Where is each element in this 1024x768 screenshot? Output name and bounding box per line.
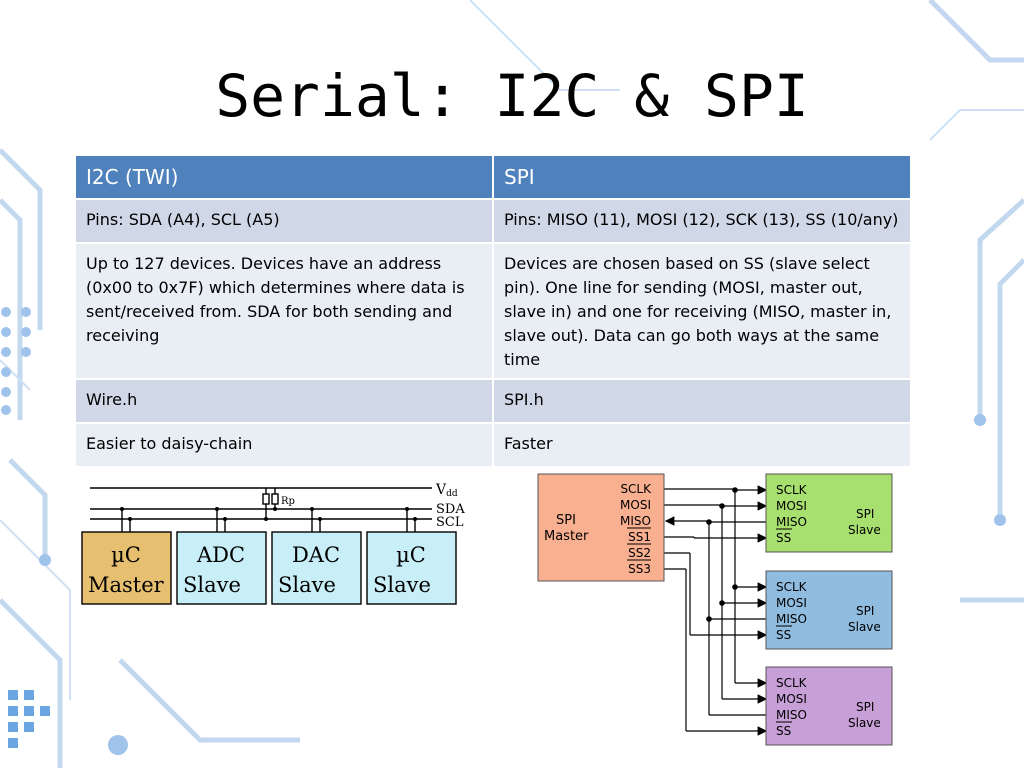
device-role: Master (88, 573, 165, 597)
pullup-resistor (271, 493, 279, 505)
table-cell: Devices are chosen based on SS (slave se… (493, 242, 912, 379)
master-pin-label: MISO (620, 514, 651, 528)
comparison-table: I2C (TWI) SPI Pins: SDA (A4), SCL (A5) P… (76, 156, 912, 466)
table-cell: Pins: MISO (11), MOSI (12), SCK (13), SS… (493, 198, 912, 243)
table-cell: SPI.h (493, 378, 912, 423)
header-spi: SPI (493, 156, 912, 199)
slave-label: SPI (856, 604, 874, 618)
spi-slave: SCLK MOSI MISO SS SPI Slave (765, 666, 893, 746)
i2c-device: µC Master (81, 531, 172, 605)
scl-label: SCL (436, 515, 464, 530)
device-role: Slave (183, 573, 241, 597)
master-pin-label: SS2 (628, 546, 651, 560)
slave-pin-label: SS (776, 628, 791, 642)
slave-pin-label: MOSI (776, 692, 807, 706)
master-label: Master (544, 529, 589, 544)
slide-title: Serial: I2C & SPI (215, 62, 809, 130)
device-name: µC (396, 543, 426, 567)
device-name: DAC (292, 543, 340, 567)
table-row: Easier to daisy-chain Faster (76, 422, 912, 466)
device-name: µC (111, 543, 141, 567)
slave-pin-label: SS (776, 724, 791, 738)
i2c-bus-diagram: Rp Vdd SDA SCL µCMasterADCSlaveDACSlaveµ… (76, 474, 492, 634)
device-name: ADC (196, 543, 245, 567)
slave-label: SPI (856, 507, 874, 521)
i2c-device: ADC Slave (176, 531, 267, 605)
slave-pin-label: SCLK (776, 580, 808, 594)
slave-pin-label: MOSI (776, 499, 807, 513)
slave-label: Slave (848, 716, 881, 730)
slave-pin-label: SS (776, 531, 791, 545)
device-role: Slave (373, 573, 431, 597)
sda-label: SDA (436, 502, 465, 517)
slave-pin-label: MISO (776, 515, 807, 529)
slave-pin-label: MOSI (776, 596, 807, 610)
slave-pin-label: MISO (776, 708, 807, 722)
pullup-resistor (262, 493, 270, 505)
master-label: SPI (556, 513, 576, 528)
i2c-device: DAC Slave (271, 531, 362, 605)
vdd-label: Vdd (435, 482, 458, 499)
slave-pin-label: SCLK (776, 483, 808, 497)
spi-slave: SCLK MOSI MISO SS SPI Slave (765, 473, 893, 553)
table-cell: Wire.h (76, 378, 494, 423)
master-pin-label: MOSI (620, 498, 651, 512)
spi-slave: SCLK MOSI MISO SS SPI Slave (765, 570, 893, 650)
table-cell: Up to 127 devices. Devices have an addre… (76, 242, 494, 379)
table-cell: Faster (493, 422, 912, 466)
slave-pin-label: MISO (776, 612, 807, 626)
slave-pin-label: SCLK (776, 676, 808, 690)
spi-bus-diagram: SPIMasterSCLKMOSIMISOSS1SS2SS3SCLKMOSIMI… (537, 473, 893, 746)
table-row: Wire.h SPI.h (76, 378, 912, 423)
slave-label: Slave (848, 620, 881, 634)
master-pin-label: SS1 (628, 530, 651, 544)
master-pin-label: SS3 (628, 562, 651, 576)
device-role: Slave (278, 573, 336, 597)
rp-label: Rp (281, 496, 295, 507)
i2c-device: µC Slave (366, 531, 457, 605)
slave-label: Slave (848, 523, 881, 537)
header-i2c: I2C (TWI) (76, 156, 494, 199)
table-cell: Pins: SDA (A4), SCL (A5) (76, 198, 494, 243)
table-cell: Easier to daisy-chain (76, 422, 494, 466)
table-header-row: I2C (TWI) SPI (76, 156, 912, 199)
table-row: Pins: SDA (A4), SCL (A5) Pins: MISO (11)… (76, 198, 912, 243)
slave-label: SPI (856, 700, 874, 714)
master-pin-label: SCLK (620, 482, 652, 496)
table-row: Up to 127 devices. Devices have an addre… (76, 242, 912, 379)
